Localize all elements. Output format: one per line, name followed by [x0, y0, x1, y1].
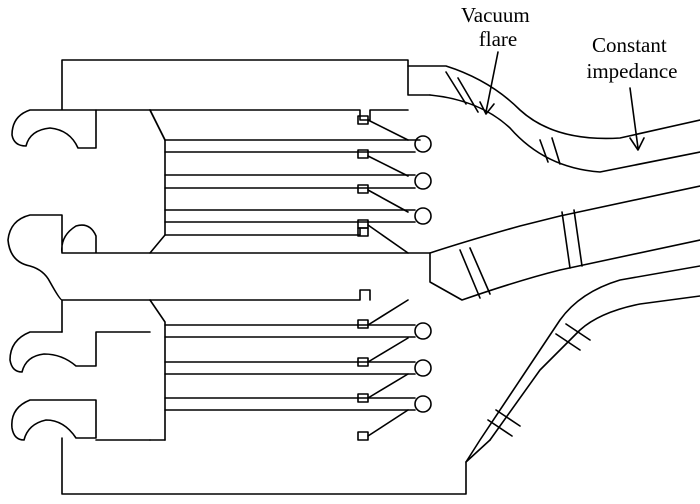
constant-impedance-label: Constant impedance	[587, 33, 678, 83]
upper-stack-outline	[149, 109, 409, 141]
upper-bulb-3	[414, 207, 432, 225]
lower-line	[465, 265, 700, 463]
upper-bulb-2	[414, 172, 432, 190]
middle-hook	[7, 214, 431, 333]
constant-impedance-line	[429, 185, 700, 301]
vacuum-flare-label: Vacuum flare	[461, 3, 535, 51]
vacuum-flare-arrow	[485, 51, 499, 113]
lower-stack	[149, 289, 432, 441]
upper-stack	[149, 109, 432, 254]
bottom-housing	[9, 331, 491, 495]
constant-impedance-arrow	[629, 87, 639, 149]
outer-housing	[11, 59, 431, 149]
vacuum-flare-line	[407, 65, 700, 173]
upper-bulb-1	[414, 135, 432, 153]
